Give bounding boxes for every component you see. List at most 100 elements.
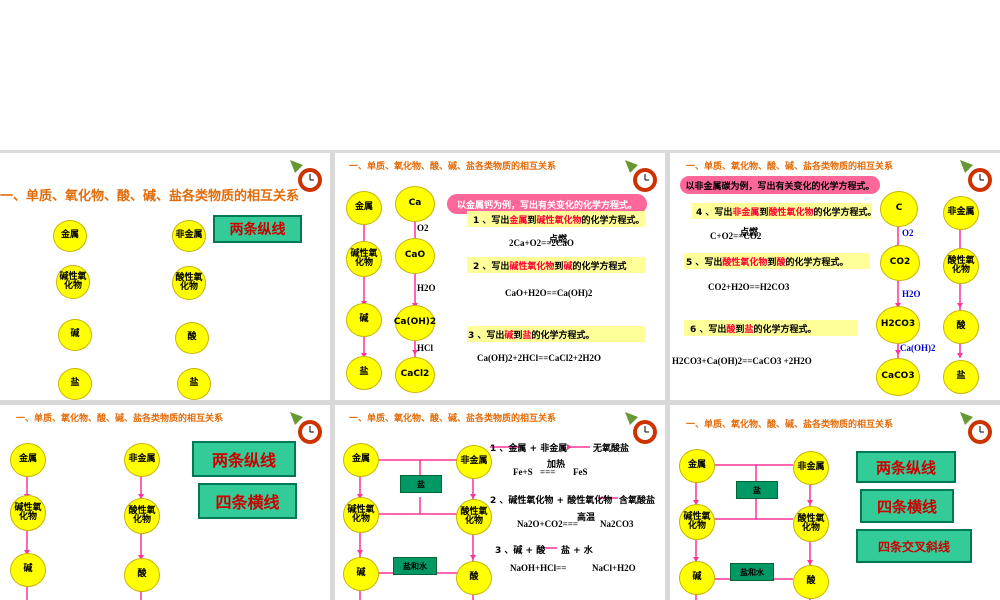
node-acid: 酸: [793, 565, 829, 599]
alarm-clock-icon: [960, 160, 992, 192]
node-salt-left: 盐: [58, 368, 92, 400]
node-nonmetal: 非金属: [456, 445, 492, 479]
reagent-caoh2: Ca(OH)2: [900, 343, 936, 353]
reagent-hcl: HCl: [417, 343, 434, 353]
q2-equation: CaO+H2O==Ca(OH)2: [505, 288, 593, 298]
node-acidic-oxide: 酸性氧化物: [172, 266, 206, 300]
q6-text: 6 、写出酸到盐的化学方程式。: [690, 325, 817, 335]
node-acidic-oxide: 酸性氧化物: [456, 499, 492, 535]
rule-1-label: 1 、金属 + 非金属: [490, 444, 568, 454]
node-base: 碱: [679, 561, 715, 595]
reagent-h2o: H2O: [902, 289, 921, 299]
slide-4-title: 一、单质、氧化物、酸、碱、盐各类物质的相互关系: [16, 414, 224, 424]
rule-3-result: 盐 + 水: [561, 546, 593, 556]
node-acid: 酸: [943, 310, 979, 344]
slide-6[interactable]: 一、单质、氧化物、酸、碱、盐各类物质的相互关系 金属 非金属 碱性氧化物 酸性氧…: [670, 405, 1000, 600]
alarm-clock-icon: [625, 160, 657, 192]
banner-two-vertical-lines: 两条纵线: [213, 215, 302, 243]
q2-text: 2 、写出碱性氧化物到碱的化学方程式: [473, 262, 627, 272]
slide-5-title: 一、单质、氧化物、酸、碱、盐各类物质的相互关系: [349, 414, 557, 424]
q3-equation: Ca(OH)2+2HCl==CaCl2+2H2O: [477, 353, 602, 363]
banner-two-vertical-lines: 两条纵线: [192, 441, 296, 477]
reagent-o2: O2: [417, 223, 429, 233]
chain-node-caoh2: Ca(OH)2: [394, 305, 436, 341]
slide-2-intro: 以金属钙为例，写出有关变化的化学方程式。: [447, 194, 647, 214]
rule-1-eq-right: FeS: [573, 467, 588, 477]
slide-6-title: 一、单质、氧化物、酸、碱、盐各类物质的相互关系: [686, 420, 894, 430]
q4-highlight: [692, 203, 872, 219]
q3-text: 3 、写出碱到盐的化学方程式。: [468, 331, 595, 341]
q1-text: 1 、写出金属到碱性氧化物的化学方程式。: [473, 216, 645, 226]
chain-node-ca: Ca: [395, 186, 435, 222]
node-metal: 金属: [346, 191, 382, 225]
q5-highlight: [684, 253, 870, 269]
banner-four-horizontal-lines: 四条横线: [198, 483, 297, 519]
rule-3-label: 3 、碱 + 酸: [495, 546, 546, 556]
q3-highlight: [467, 326, 645, 342]
node-nonmetal: 非金属: [172, 220, 206, 252]
alarm-clock-icon: [960, 412, 992, 444]
slide-1[interactable]: 一、单质、氧化物、酸、碱、盐各类物质的相互关系 两条纵线 金属 非金属 碱性氧化…: [0, 153, 330, 400]
rule-3-eq-left: NaOH+HCl==: [510, 563, 567, 573]
box-salt: 盐: [400, 475, 442, 493]
alarm-clock-icon: [290, 160, 322, 192]
node-basic-oxide: 碱性氧化物: [10, 495, 46, 531]
slide-4[interactable]: 一、单质、氧化物、酸、碱、盐各类物质的相互关系 金属 非金属 碱性氧化物 酸性氧…: [0, 405, 330, 600]
node-metal: 金属: [53, 220, 87, 252]
node-nonmetal: 非金属: [793, 451, 829, 485]
rule-2-label: 2 、碱性氧化物 + 酸性氧化物: [490, 496, 613, 506]
rule-3-eq-right: NaCl+H2O: [592, 563, 636, 573]
q1-highlight: [467, 211, 645, 227]
box-salt: 盐: [736, 481, 778, 499]
rule-2-condition: 高温: [577, 513, 596, 523]
alarm-clock-icon: [290, 412, 322, 444]
rule-1-eq-sign: ===: [540, 467, 556, 477]
node-acidic-oxide: 酸性氧化物: [793, 506, 829, 542]
chain-node-h2co3: H2CO3: [876, 306, 920, 344]
q6-highlight: [684, 320, 858, 336]
node-base: 碱: [58, 319, 92, 351]
node-acid: 酸: [175, 322, 209, 354]
node-metal: 金属: [10, 443, 46, 477]
box-salt-and-water: 盐和水: [393, 557, 437, 575]
q5-text: 5 、写出酸性氧化物到酸的化学方程式。: [686, 258, 849, 268]
node-basic-oxide: 碱性氧化物: [343, 497, 379, 533]
q2-highlight: [467, 257, 645, 273]
node-base: 碱: [10, 553, 46, 587]
q4-condition: 点燃: [740, 228, 759, 238]
rule-2-result: 含氧酸盐: [619, 496, 656, 506]
q5-equation: CO2+H2O==H2CO3: [708, 282, 790, 292]
chain-node-caco3: CaCO3: [876, 358, 920, 396]
slide-1-title: 一、单质、氧化物、酸、碱、盐各类物质的相互关系: [0, 189, 300, 204]
slide-3[interactable]: 一、单质、氧化物、酸、碱、盐各类物质的相互关系 以非金属碳为例，写出有关变化的化…: [670, 153, 1000, 400]
node-nonmetal: 非金属: [124, 443, 160, 477]
slide-3-title: 一、单质、氧化物、酸、碱、盐各类物质的相互关系: [686, 162, 894, 172]
node-acid: 酸: [456, 561, 492, 595]
chain-node-c: C: [880, 191, 918, 227]
node-salt: 盐: [943, 360, 979, 394]
q4-equation: C+O2==CO2: [710, 231, 762, 241]
banner-four-cross-lines: 四条交叉斜线: [856, 529, 972, 563]
q4-text: 4 、写出非金属到酸性氧化物的化学方程式。: [696, 208, 877, 218]
slide-5[interactable]: 一、单质、氧化物、酸、碱、盐各类物质的相互关系 金属 非金属 碱性氧化物 酸性氧…: [335, 405, 665, 600]
rule-2-eq-right: Na2CO3: [600, 519, 634, 529]
node-base: 碱: [343, 557, 379, 591]
slide-3-intro: 以非金属碳为例，写出有关变化的化学方程式。: [680, 176, 880, 194]
reagent-o2: O2: [902, 228, 914, 238]
node-acid: 酸: [124, 558, 160, 592]
node-salt-right: 盐: [177, 368, 211, 400]
node-basic-oxide: 碱性氧化物: [679, 504, 715, 540]
banner-four-horizontal-lines: 四条横线: [860, 489, 954, 523]
chain-node-cacl2: CaCl2: [395, 357, 435, 393]
q6-equation: H2CO3+Ca(OH)2==CaCO3 +2H2O: [672, 356, 812, 366]
rule-2-eq-left: Na2O+CO2===: [517, 519, 579, 529]
rule-1-result: 无氧酸盐: [593, 444, 630, 454]
box-salt-and-water: 盐和水: [730, 563, 774, 581]
node-metal: 金属: [343, 443, 379, 477]
rule-1-eq-left: Fe+S: [513, 467, 533, 477]
alarm-clock-icon: [625, 412, 657, 444]
slide-2[interactable]: 一、单质、氧化物、酸、碱、盐各类物质的相互关系 金属 碱性氧化物 碱 盐 Ca …: [335, 153, 665, 400]
node-salt: 盐: [346, 356, 382, 390]
node-nonmetal: 非金属: [943, 196, 979, 230]
node-basic-oxide: 碱性氧化物: [346, 241, 382, 277]
